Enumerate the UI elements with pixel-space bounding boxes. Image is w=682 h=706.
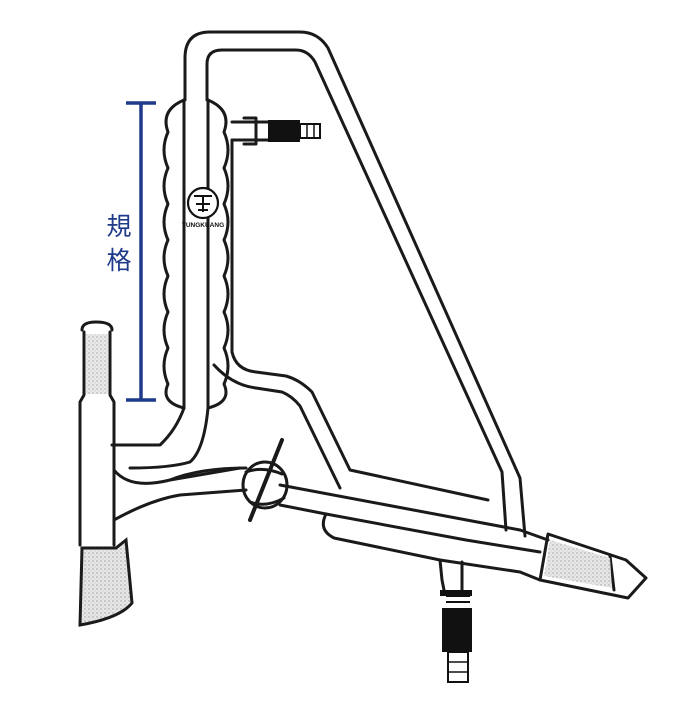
spec-label-char-2: 格 xyxy=(106,246,132,275)
spec-bracket xyxy=(126,101,156,402)
upper-hose-barb xyxy=(268,120,321,142)
right-ground-joint xyxy=(518,528,648,600)
outer-loop-tube xyxy=(183,30,527,538)
lower-connector xyxy=(110,406,210,470)
left-joint-tube xyxy=(78,320,242,547)
stopcock xyxy=(241,438,289,522)
tungkuang-logo-icon: TUNGKUANG xyxy=(182,186,224,229)
horizontal-manifold xyxy=(112,466,542,574)
upper-side-arm xyxy=(230,116,270,146)
lower-hose-barb xyxy=(440,590,472,683)
inner-triangle-tube xyxy=(212,138,490,502)
bulb-condenser xyxy=(162,98,230,410)
logo-text: TUNGKUANG xyxy=(182,222,224,229)
textured-glass xyxy=(78,334,612,627)
drain-stub xyxy=(438,558,464,592)
spec-label-char-1: 規 xyxy=(106,212,132,241)
